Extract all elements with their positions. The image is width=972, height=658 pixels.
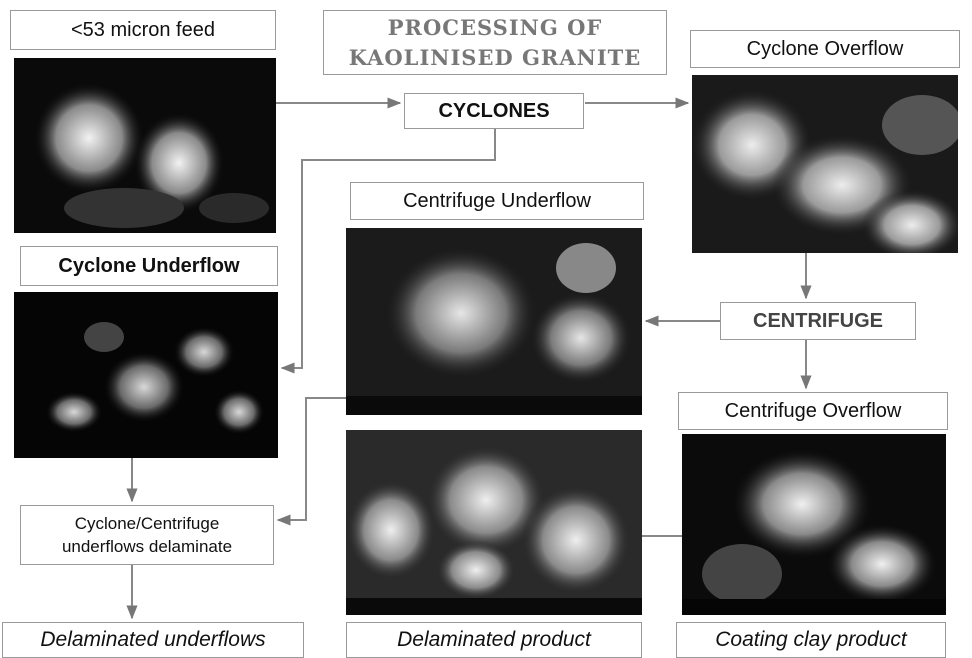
arrow-centrifuge-underflow-to-delaminate <box>278 398 346 520</box>
arrow-cyclones-to-underflow <box>282 129 495 368</box>
